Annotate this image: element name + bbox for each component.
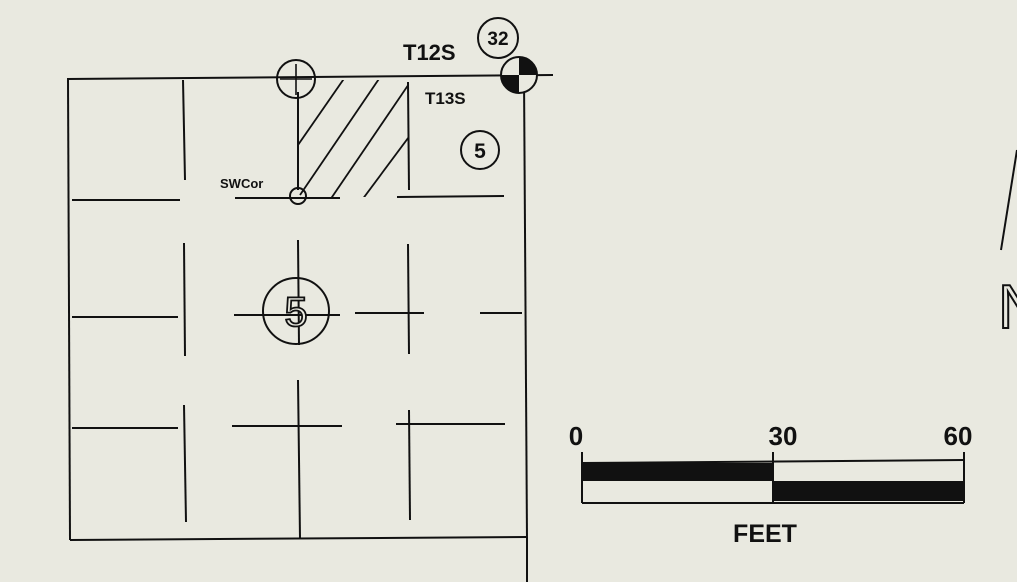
hatched-parcel xyxy=(298,80,408,197)
scale-tick-60: 60 xyxy=(944,421,973,451)
section-south-line xyxy=(69,536,528,541)
section-5-main-circle xyxy=(262,277,330,345)
corner-monument-marker xyxy=(276,59,316,99)
section-main-number: 5 xyxy=(284,288,307,335)
scale-unit-label: FEET xyxy=(733,520,797,548)
quarter-line xyxy=(407,81,410,191)
sw-corner-marker xyxy=(289,187,307,205)
scale-tick-30: 30 xyxy=(769,421,798,451)
quarter-line xyxy=(297,239,300,346)
quarter-line xyxy=(183,404,187,523)
scale-tick-0: 0 xyxy=(569,421,583,451)
section-32-circle xyxy=(477,17,519,59)
township-line xyxy=(66,74,554,80)
quarter-line xyxy=(408,409,411,521)
north-arrow-shaft xyxy=(1000,149,1017,251)
quarter-line xyxy=(297,379,301,539)
section-corner-symbol xyxy=(500,56,538,94)
quarter-line xyxy=(396,195,505,198)
township-south-label: T13S xyxy=(425,89,466,108)
north-arrow-letter: N xyxy=(998,273,1017,342)
quarter-line xyxy=(182,79,186,181)
quarter-line xyxy=(407,243,410,355)
section-west-line xyxy=(67,78,71,541)
quarter-line xyxy=(183,242,186,357)
section-5-small-circle xyxy=(460,130,500,170)
township-north-label: T12S xyxy=(403,40,456,65)
section-small-number: 5 xyxy=(474,140,486,163)
scale-bar: 0 30 60 FEET xyxy=(569,421,973,548)
section-east-line xyxy=(523,75,528,541)
section-lines xyxy=(66,74,554,582)
sw-corner-label: SWCor xyxy=(220,176,263,191)
section-north-number: 32 xyxy=(487,29,508,50)
